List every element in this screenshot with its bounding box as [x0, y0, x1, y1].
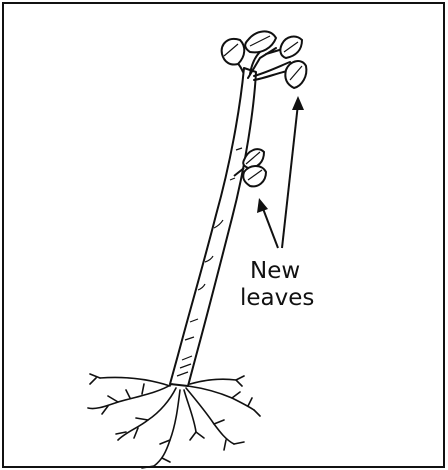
leaf-mid-lower [243, 166, 266, 186]
annotation-line-2: leaves [240, 285, 314, 311]
annotation-line-1: New [250, 258, 300, 284]
leaf-top-left [222, 39, 245, 65]
